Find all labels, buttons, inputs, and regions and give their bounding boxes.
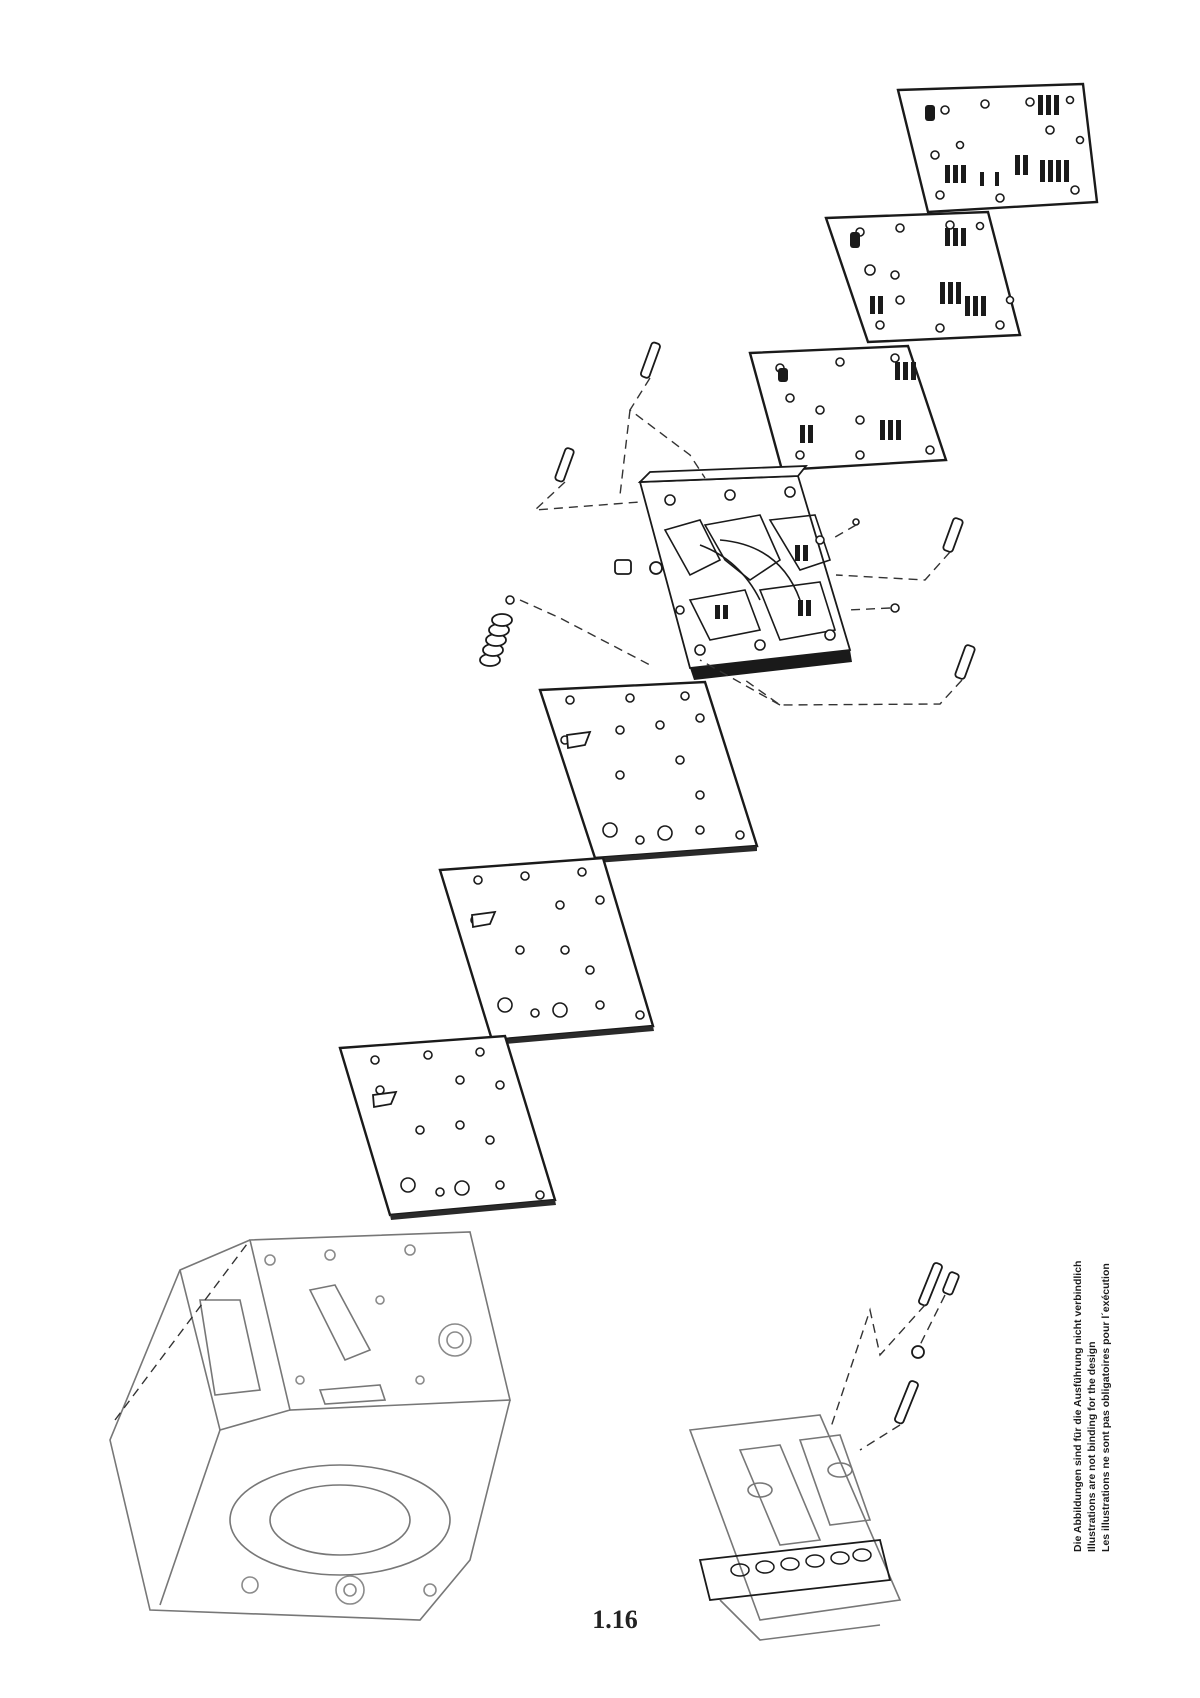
separator-plate-lower xyxy=(748,344,948,472)
transmission-housing xyxy=(109,1231,512,1621)
intermediate-plate-2 xyxy=(438,856,655,1045)
disclaimer-text: Die Abbildungen sind für die Ausführung … xyxy=(1071,1172,1113,1552)
valve-body xyxy=(637,465,852,680)
valve-body-screws xyxy=(519,341,976,706)
intermediate-plate-1 xyxy=(538,680,759,863)
assembled-valve-unit xyxy=(688,1262,960,1641)
separator-plate-middle xyxy=(824,210,1022,344)
separator-plate-top xyxy=(896,82,1099,214)
disclaimer-english: Illustrations are not binding for the de… xyxy=(1086,1341,1098,1552)
disclaimer-french: Les illustrations ne sont pas obligatoir… xyxy=(1100,1263,1112,1552)
spring xyxy=(479,595,515,667)
disclaimer-german: Die Abbildungen sind für die Ausführung … xyxy=(1072,1260,1084,1552)
page-number: 1.16 xyxy=(592,1605,638,1634)
intermediate-plate-3 xyxy=(338,1034,557,1220)
alignment-line xyxy=(114,1239,251,1421)
